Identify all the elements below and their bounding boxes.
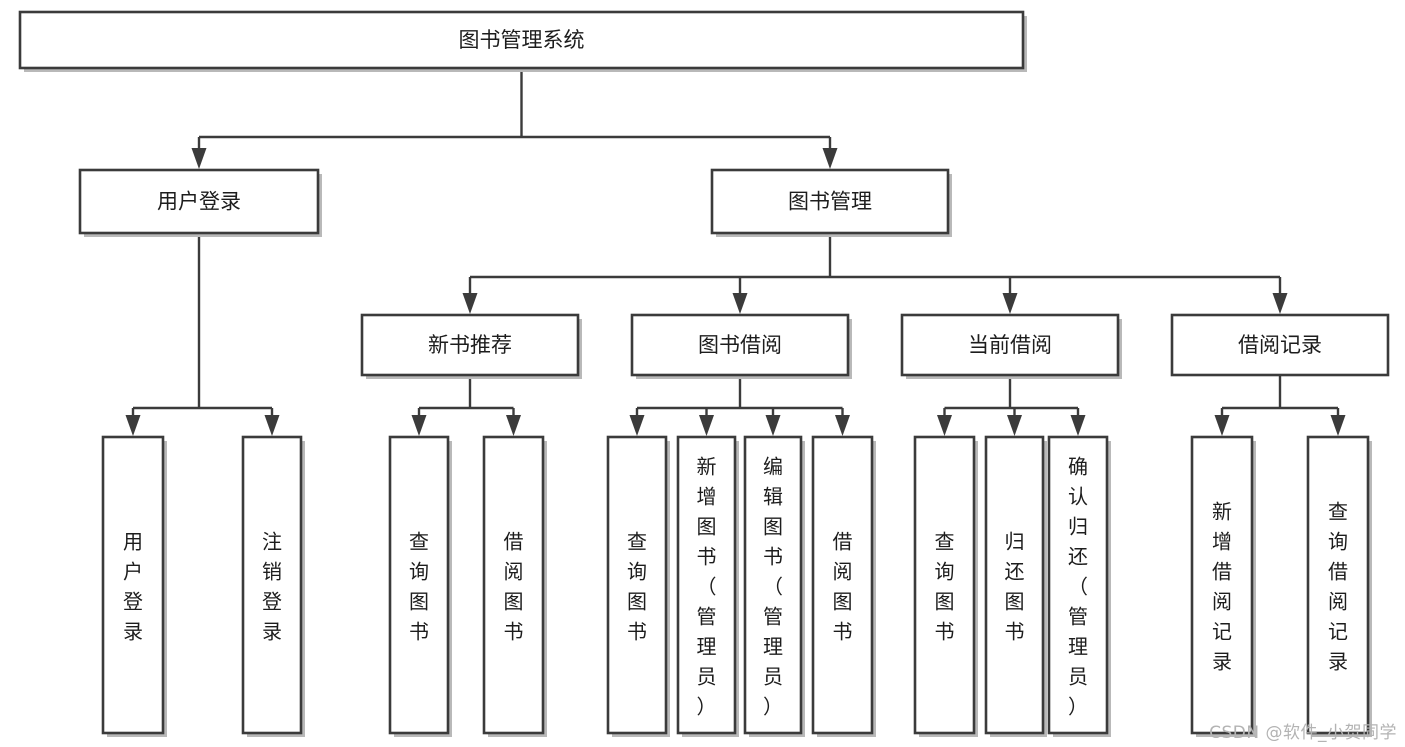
node-leaf-query-book-1[interactable]: 查询图书: [388, 435, 452, 737]
arrow-head-icon: [835, 415, 850, 436]
node-leaf-add-record[interactable]: 新增借阅记录: [1190, 435, 1256, 737]
node-leaf-user-login[interactable]: 用户登录: [101, 435, 167, 737]
node-box[interactable]: [360, 313, 580, 377]
node-label: 注销登录: [262, 529, 282, 643]
arrow-head-icon: [1272, 293, 1288, 314]
node-leaf-return-book[interactable]: 归还图书: [984, 435, 1047, 737]
node-borrow-record[interactable]: 借阅记录: [1170, 313, 1390, 377]
node-box[interactable]: [710, 168, 950, 235]
node-label: 新增图书（管理员）: [697, 454, 717, 718]
arrow-head-icon: [629, 415, 645, 436]
node-box[interactable]: [18, 10, 1025, 70]
node-user-login[interactable]: 用户登录: [78, 168, 322, 237]
node-box[interactable]: [1170, 313, 1390, 377]
node-leaf-query-record[interactable]: 查询借阅记录: [1306, 435, 1372, 737]
node-label: 借阅记录: [1238, 333, 1322, 357]
arrow-head-icon: [1070, 415, 1086, 436]
arrow-head-icon: [765, 415, 781, 436]
arrow-head-icon: [506, 415, 521, 436]
node-label: 查询借阅记录: [1328, 499, 1348, 673]
node-label: 新增借阅记录: [1212, 499, 1232, 673]
node-label: 借阅图书: [504, 529, 524, 643]
node-box[interactable]: [1047, 435, 1109, 735]
arrow-head-icon: [411, 415, 427, 436]
node-box[interactable]: [984, 435, 1045, 735]
node-label: 用户登录: [157, 190, 241, 214]
node-label: 当前借阅: [968, 333, 1052, 357]
node-leaf-logout[interactable]: 注销登录: [241, 435, 305, 737]
node-box[interactable]: [913, 435, 976, 735]
arrow-head-icon: [1214, 415, 1230, 436]
arrow-head-icon: [264, 415, 280, 436]
node-label: 查询图书: [409, 529, 429, 643]
node-label: 新书推荐: [428, 333, 512, 357]
node-box[interactable]: [78, 168, 320, 235]
arrow-head-icon: [191, 148, 207, 169]
node-leaf-query-book-3[interactable]: 查询图书: [913, 435, 978, 737]
node-label: 图书借阅: [698, 333, 782, 357]
connector-layer: [125, 68, 1346, 436]
node-box[interactable]: [676, 435, 737, 735]
node-box[interactable]: [482, 435, 545, 735]
node-leaf-edit-book[interactable]: 编辑图书（管理员）: [743, 435, 805, 737]
arrow-head-icon: [125, 415, 141, 436]
node-label: 编辑图书（管理员）: [763, 454, 783, 718]
arrow-head-icon: [1007, 415, 1022, 436]
arrow-head-icon: [699, 415, 714, 436]
node-leaf-add-book[interactable]: 新增图书（管理员）: [676, 435, 739, 737]
arrow-head-icon: [462, 293, 478, 314]
node-label: 借阅图书: [833, 529, 853, 643]
node-label: 查询图书: [935, 529, 955, 643]
node-book-manage[interactable]: 图书管理: [710, 168, 952, 237]
arrow-head-icon: [1330, 415, 1346, 436]
arrow-head-icon: [822, 148, 838, 169]
node-box[interactable]: [241, 435, 303, 735]
node-box[interactable]: [630, 313, 850, 377]
node-box[interactable]: [606, 435, 668, 735]
node-label: 用户登录: [123, 529, 143, 643]
node-new-book-rec[interactable]: 新书推荐: [360, 313, 582, 379]
node-label: 图书管理: [788, 190, 872, 214]
node-label: 归还图书: [1005, 529, 1025, 643]
arrow-head-icon: [1002, 293, 1018, 314]
node-leaf-borrow-book-2[interactable]: 借阅图书: [811, 435, 876, 737]
node-label: 查询图书: [627, 529, 647, 643]
node-box[interactable]: [101, 435, 165, 735]
node-root[interactable]: 图书管理系统: [18, 10, 1027, 72]
arrow-head-icon: [732, 293, 748, 314]
node-box[interactable]: [1190, 435, 1254, 735]
node-leaf-confirm-return[interactable]: 确认归还（管理员）: [1047, 435, 1111, 737]
node-current-borrow[interactable]: 当前借阅: [900, 313, 1122, 379]
node-box[interactable]: [811, 435, 874, 735]
node-leaf-query-book-2[interactable]: 查询图书: [606, 435, 670, 737]
node-label: 图书管理系统: [459, 28, 585, 52]
node-box[interactable]: [388, 435, 450, 735]
node-box[interactable]: [1306, 435, 1370, 735]
node-box[interactable]: [743, 435, 803, 735]
node-box[interactable]: [900, 313, 1120, 377]
node-layer: 图书管理系统用户登录图书管理新书推荐图书借阅当前借阅借阅记录用户登录注销登录查询…: [18, 10, 1390, 737]
watermark-label: CSDN @软件_小贺同学: [1209, 723, 1397, 743]
node-book-borrow[interactable]: 图书借阅: [630, 313, 852, 379]
node-label: 确认归还（管理员）: [1068, 454, 1088, 718]
node-leaf-borrow-book-1[interactable]: 借阅图书: [482, 435, 547, 737]
arrow-head-icon: [937, 415, 952, 436]
